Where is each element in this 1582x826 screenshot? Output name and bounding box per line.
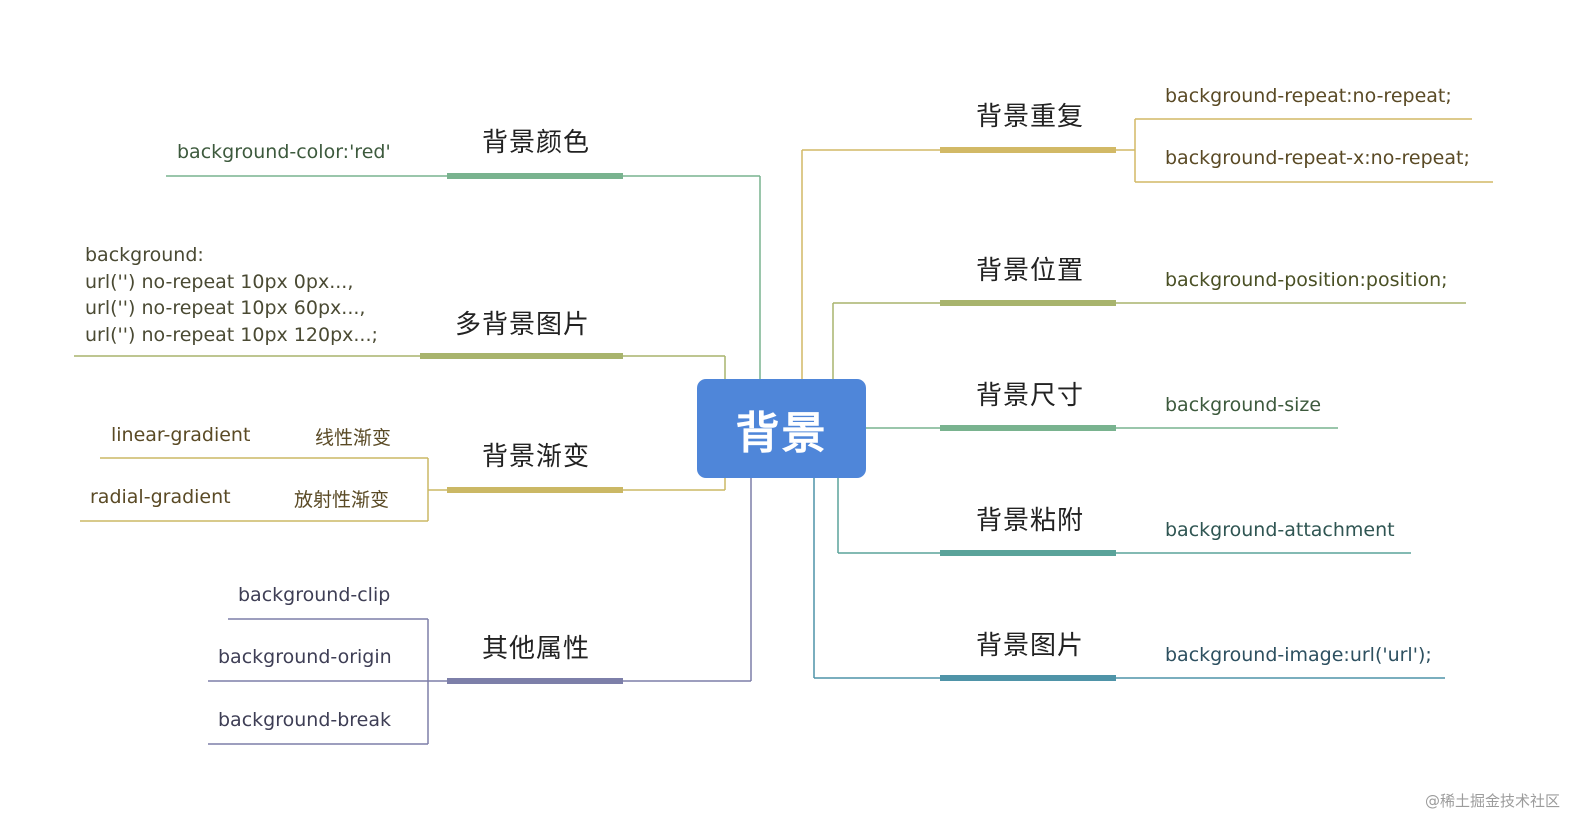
leaf-linear-gradient[interactable]: linear-gradient (111, 424, 251, 446)
leaf-radial-gradient[interactable]: radial-gradient (90, 486, 231, 508)
bar-repeat (940, 147, 1116, 153)
bar-position (940, 300, 1116, 306)
bar-size (940, 425, 1116, 431)
branch-position-label[interactable]: 背景位置 (976, 256, 1085, 286)
branch-image-label[interactable]: 背景图片 (976, 631, 1085, 661)
branch-multi-label[interactable]: 多背景图片 (455, 310, 591, 340)
bar-other (447, 678, 623, 684)
leaf-position-value[interactable]: background-position:position; (1165, 269, 1448, 291)
leaf-radial-gradient-zh[interactable]: 放射性渐变 (294, 489, 390, 511)
bar-image (940, 675, 1116, 681)
bar-multi (420, 353, 623, 359)
leaf-size-value[interactable]: background-size (1165, 394, 1322, 416)
branch-size-label[interactable]: 背景尺寸 (976, 381, 1085, 411)
leaf-repeat-1[interactable]: background-repeat:no-repeat; (1165, 85, 1452, 107)
bar-attachment (940, 550, 1116, 556)
leaf-origin[interactable]: background-origin (218, 646, 392, 668)
leaf-attachment-value[interactable]: background-attachment (1165, 519, 1395, 541)
leaf-break[interactable]: background-break (218, 709, 392, 731)
bar-color (447, 173, 623, 179)
leaf-clip[interactable]: background-clip (238, 584, 391, 606)
branch-attachment-label[interactable]: 背景粘附 (976, 506, 1085, 536)
center-node[interactable]: 背景 (697, 379, 866, 478)
watermark: @稀土掘金技术社区 (1424, 792, 1560, 810)
leaf-multi-value[interactable]: background: url('') no-repeat 10px 0px..… (85, 244, 378, 346)
branch-other-label[interactable]: 其他属性 (482, 634, 591, 664)
branch-gradient-label[interactable]: 背景渐变 (482, 442, 591, 472)
leaf-repeat-2[interactable]: background-repeat-x:no-repeat; (1165, 147, 1470, 169)
branch-repeat-label[interactable]: 背景重复 (976, 102, 1085, 132)
branch-color-label[interactable]: 背景颜色 (482, 128, 591, 158)
bar-gradient (447, 487, 623, 493)
leaf-color-value[interactable]: background-color:'red' (177, 141, 391, 163)
leaf-linear-gradient-zh[interactable]: 线性渐变 (315, 427, 392, 449)
leaf-image-value[interactable]: background-image:url('url'); (1165, 644, 1432, 666)
